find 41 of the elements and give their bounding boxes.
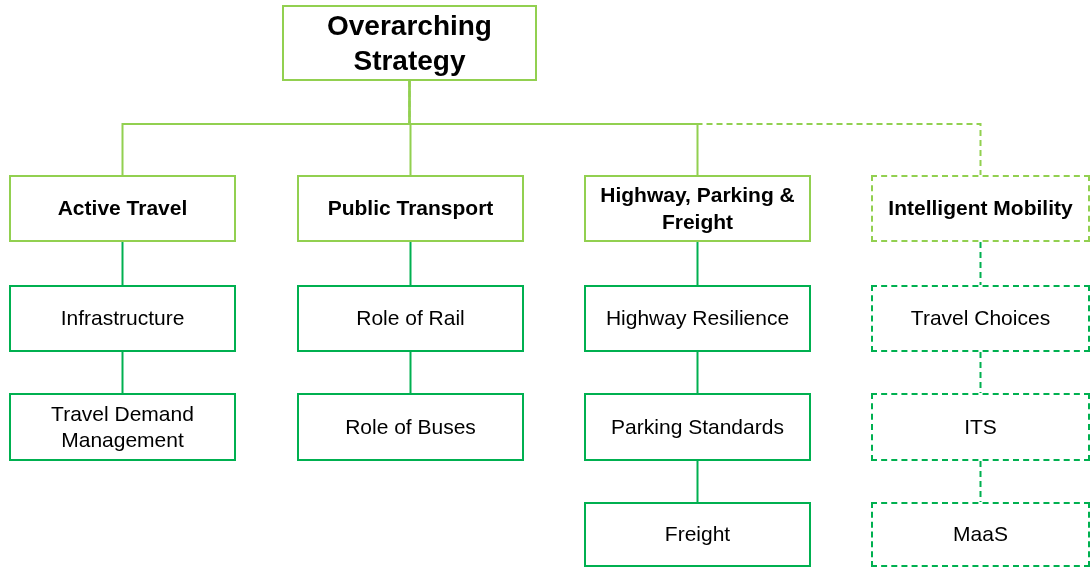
topic-box <box>9 285 236 352</box>
topic-box <box>584 285 811 352</box>
connector-line <box>979 351 982 394</box>
box-label: MaaS <box>952 521 1009 548</box>
box-label: Freight <box>663 521 732 548</box>
box-label: Travel Demand Management <box>50 400 195 453</box>
box-label: Infrastructure <box>59 305 186 332</box>
connector-line <box>121 351 124 394</box>
topic-box <box>9 393 236 461</box>
box-label: Travel Choices <box>909 305 1052 332</box>
box-label: Public Transport <box>326 195 495 222</box>
box-label: Active Travel <box>56 195 189 222</box>
connector-line <box>696 241 699 286</box>
box-label: Role of Buses <box>344 413 477 440</box>
category-box <box>871 175 1090 242</box>
box-label: Overarching Strategy <box>326 9 493 78</box>
box-label: Highway, Parking & Freight <box>599 182 796 235</box>
box-label: Parking Standards <box>610 413 785 440</box>
connector-line <box>409 241 412 286</box>
connector-line <box>408 80 982 176</box>
topic-box <box>871 285 1090 352</box>
connector-line <box>696 460 699 503</box>
topic-box <box>297 393 524 461</box>
box-label: Role of Rail <box>355 305 466 332</box>
topic-box <box>871 393 1090 461</box>
topic-box <box>584 502 811 567</box>
box-label: Intelligent Mobility <box>887 195 1074 222</box>
category-box <box>9 175 236 242</box>
connector-line <box>409 351 412 394</box>
topic-box <box>584 393 811 461</box>
category-box <box>584 175 811 242</box>
connector-line <box>979 241 982 286</box>
box-label: ITS <box>963 413 998 440</box>
topic-box <box>297 285 524 352</box>
connector-line <box>979 460 982 503</box>
topic-box <box>871 502 1090 567</box>
category-box <box>297 175 524 242</box>
box-label: Highway Resilience <box>604 305 791 332</box>
connector-line <box>121 241 124 286</box>
connector-line <box>696 351 699 394</box>
strategy-box <box>282 5 537 81</box>
